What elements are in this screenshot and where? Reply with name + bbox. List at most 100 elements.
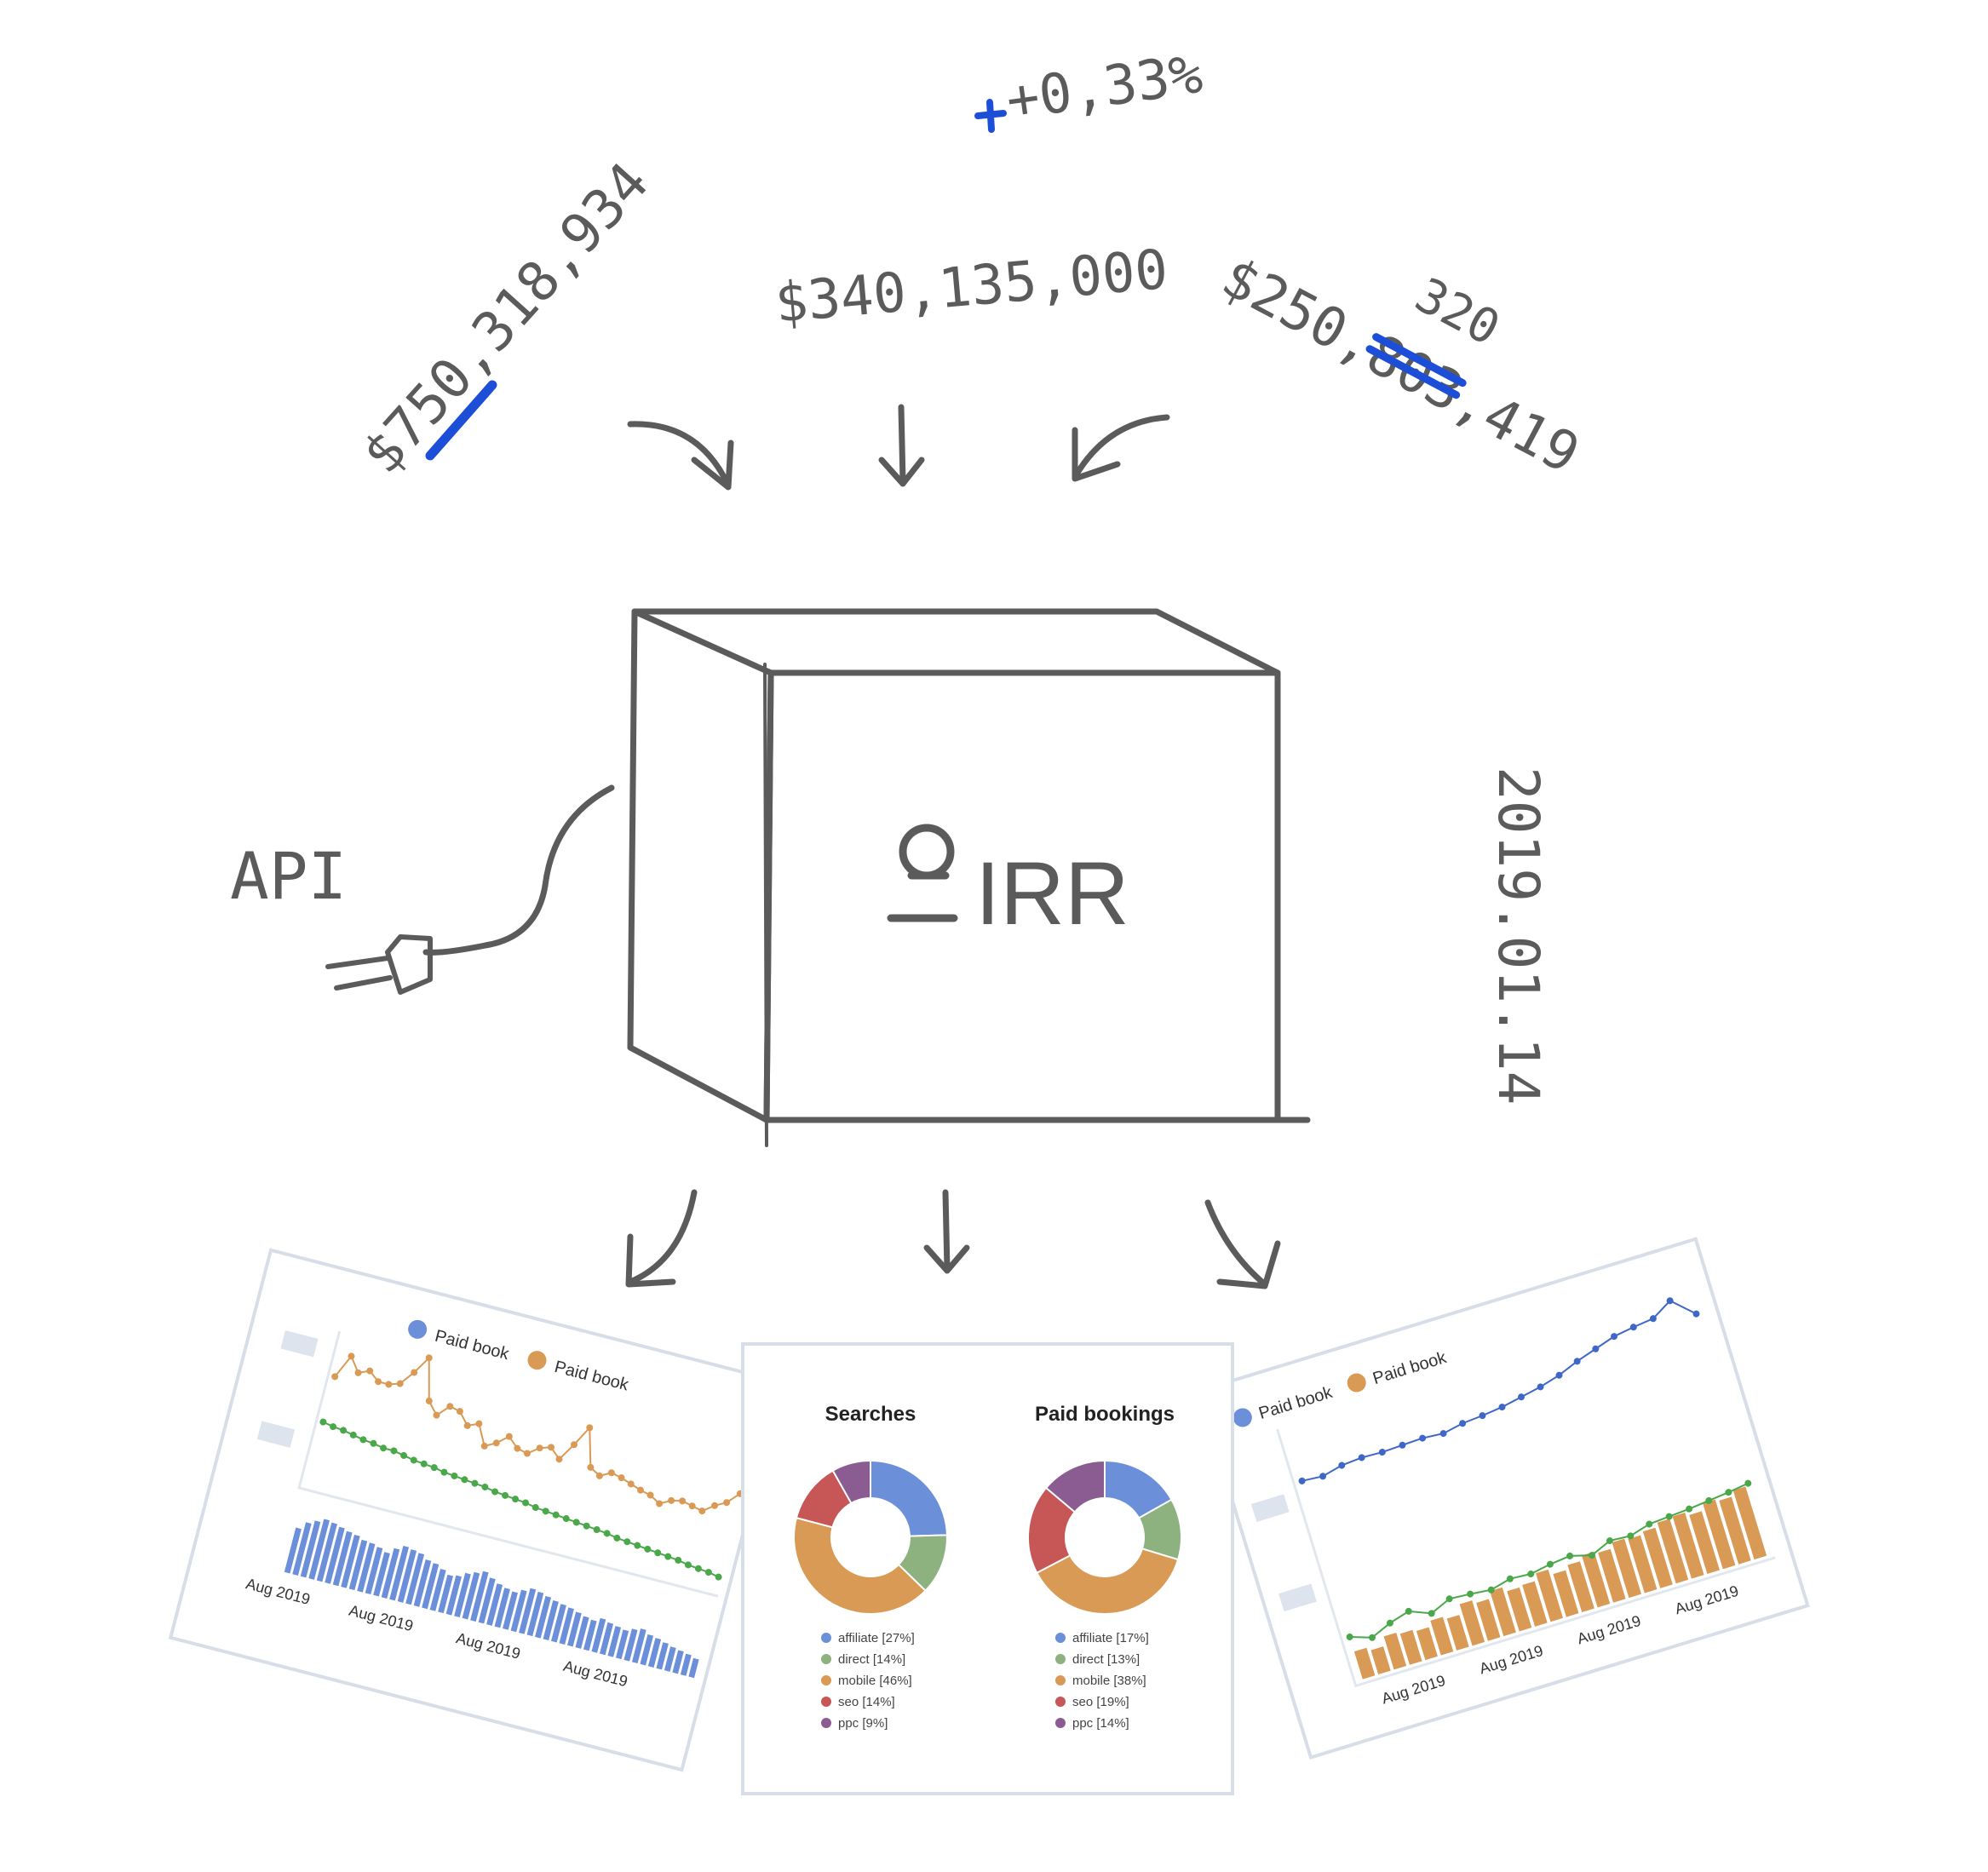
output-arrows	[625, 1189, 1281, 1289]
bar	[583, 1619, 597, 1651]
series-green-point	[1428, 1610, 1435, 1617]
series-blue-point	[1666, 1297, 1674, 1305]
arrowhead-left-in	[691, 439, 734, 491]
series-green-point	[704, 1569, 712, 1576]
series-orange-point	[385, 1381, 393, 1388]
pie-slice-ppc	[831, 1459, 871, 1505]
series-blue-point	[1592, 1345, 1600, 1352]
strikethrough-blue	[1365, 333, 1467, 399]
bar	[1353, 1647, 1376, 1680]
legend-dot-orange	[1347, 1373, 1366, 1393]
series-green-point	[420, 1460, 428, 1467]
series-green-point	[481, 1483, 489, 1490]
bar	[405, 1553, 425, 1605]
series-orange-point	[536, 1444, 543, 1452]
series-green-point	[471, 1479, 479, 1487]
legend-label: ppc [9%]	[838, 1716, 888, 1731]
series-green-point	[694, 1565, 702, 1572]
series-orange-point	[425, 1354, 433, 1362]
bar	[341, 1534, 360, 1588]
series-green-point	[502, 1491, 509, 1499]
series-green-point	[430, 1464, 438, 1472]
pie-slice-ppc	[1044, 1459, 1106, 1513]
placeholder-block	[1250, 1494, 1290, 1522]
series-orange-point	[354, 1369, 362, 1376]
bar	[1732, 1486, 1767, 1560]
bar	[486, 1583, 503, 1626]
series-green-point	[1627, 1532, 1635, 1540]
bar	[373, 1552, 390, 1597]
series-green-point	[491, 1488, 499, 1496]
series-orange-point	[555, 1456, 563, 1463]
bar	[1689, 1511, 1720, 1574]
box-edge-stroke	[763, 663, 768, 1147]
bar	[1657, 1519, 1689, 1584]
series-blue-point	[1378, 1449, 1386, 1456]
bar	[656, 1642, 669, 1670]
bar	[1430, 1616, 1454, 1656]
series-green-point	[1527, 1571, 1535, 1578]
series-orange-point	[331, 1373, 339, 1381]
bar	[332, 1530, 353, 1587]
series-orange-point	[411, 1369, 418, 1376]
bar	[1522, 1581, 1548, 1627]
bar	[381, 1548, 400, 1599]
bar	[325, 1526, 345, 1584]
series-orange-point	[618, 1474, 625, 1482]
legend-dot	[821, 1675, 831, 1685]
series-orange-point	[679, 1497, 687, 1505]
legend-label: affiliate [17%]	[1072, 1631, 1149, 1645]
series-green-point	[410, 1456, 417, 1464]
bar	[680, 1653, 692, 1676]
bar	[365, 1547, 383, 1595]
series-green-point	[593, 1526, 600, 1534]
plug-icon	[325, 934, 433, 995]
legend-dot	[821, 1633, 831, 1643]
card-center: Searches Paid bookings affiliate [27%]di…	[741, 1342, 1234, 1795]
series-blue-point	[1611, 1333, 1618, 1341]
bar	[1642, 1527, 1673, 1588]
series-orange-point	[514, 1444, 521, 1452]
logo-text: IRR	[975, 844, 1129, 944]
card-right: Paid book Paid book Aug 2019 Aug 2019 Au…	[1196, 1237, 1810, 1760]
series-green-point	[1705, 1496, 1713, 1504]
bar	[535, 1595, 552, 1639]
bar	[1490, 1587, 1516, 1637]
series-green-point	[370, 1439, 377, 1447]
legend-label: mobile [38%]	[1072, 1674, 1146, 1688]
series-green-point	[522, 1499, 530, 1507]
bar	[623, 1628, 638, 1662]
bar	[640, 1634, 654, 1666]
bar	[316, 1522, 337, 1582]
legend-dot	[821, 1718, 831, 1728]
bar	[615, 1629, 629, 1660]
value-right-note: $250,803,419 320	[1211, 246, 1589, 486]
legend-label: direct [13%]	[1072, 1652, 1140, 1667]
series-blue-point	[1459, 1420, 1467, 1427]
bar	[1399, 1629, 1422, 1665]
series-blue-point	[1298, 1477, 1306, 1484]
series-orange-point	[446, 1403, 454, 1410]
series-green-point	[1445, 1595, 1453, 1603]
logo-mark-icon	[887, 824, 958, 922]
series-orange-point	[475, 1420, 483, 1427]
series-green-point	[634, 1542, 641, 1549]
series-green-point	[664, 1553, 672, 1560]
series-orange-point	[595, 1472, 603, 1479]
series-green-point	[1368, 1634, 1376, 1641]
series-orange-point	[607, 1469, 615, 1477]
chart-title-paid-bookings: Paid bookings	[1035, 1403, 1175, 1426]
series-orange-point	[586, 1424, 594, 1432]
bar	[1459, 1600, 1485, 1646]
series-green-point	[1506, 1575, 1514, 1582]
bar	[445, 1575, 462, 1616]
irr-box	[627, 608, 1311, 1147]
blue-underline	[425, 380, 497, 461]
bar	[454, 1572, 471, 1618]
series-orange-point	[523, 1450, 531, 1457]
bar	[1553, 1570, 1579, 1617]
irr-logo: IRR	[887, 824, 1129, 944]
series-blue-point	[1692, 1310, 1700, 1318]
series-orange-point	[668, 1496, 675, 1504]
series-orange-point	[723, 1499, 731, 1507]
